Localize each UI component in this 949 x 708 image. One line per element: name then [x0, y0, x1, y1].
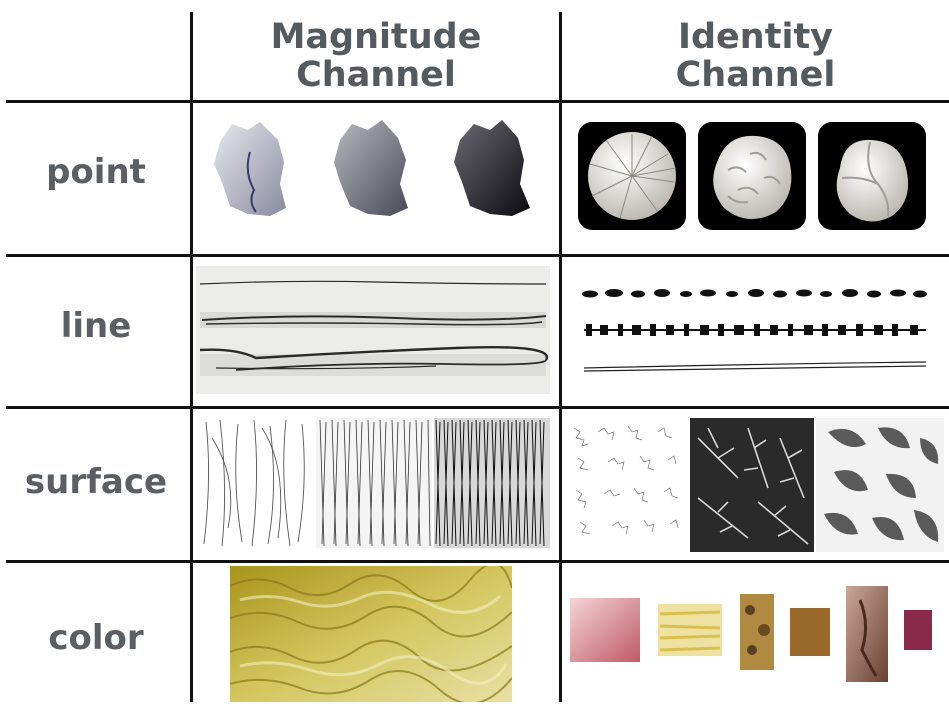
copper-swatch	[790, 608, 830, 656]
ink-blot-light	[214, 122, 286, 216]
row-label-line: line	[60, 306, 132, 346]
folded-blob	[713, 135, 792, 220]
medium-hatching	[319, 419, 431, 547]
line-row-divider	[6, 406, 949, 409]
surface-magnitude-cell	[198, 418, 550, 548]
dense-hatching	[435, 419, 545, 547]
ink-blot-medium	[334, 120, 408, 216]
magnitude-channel-header: Magnitude Channel	[193, 18, 559, 94]
thick-line-a	[199, 346, 549, 361]
point-row-divider	[6, 254, 949, 257]
ink-blot-dark	[454, 120, 530, 216]
dashed-bar-line	[586, 324, 918, 336]
thick-line-b	[235, 359, 547, 371]
row-label-color: color	[48, 618, 144, 658]
row-label-point: point	[46, 152, 146, 192]
thin-line	[199, 280, 547, 285]
center-column-divider	[559, 12, 562, 702]
burgundy-swatch	[904, 610, 932, 650]
sparse-hatching	[203, 419, 305, 547]
point-magnitude-cell	[200, 112, 550, 232]
double-thin-line	[583, 361, 927, 372]
leaf-texture	[824, 427, 939, 542]
identity-channel-header: Identity Channel	[562, 18, 949, 94]
feathery-frond-texture	[697, 427, 809, 545]
header-row-divider	[6, 100, 949, 103]
point-identity-cell	[578, 120, 928, 232]
identity-header-line2: Channel	[675, 55, 836, 95]
magnitude-header-line1: Magnitude	[270, 17, 482, 57]
line-magnitude-cell	[196, 266, 550, 394]
medium-line-a	[201, 315, 547, 321]
magnitude-header-line2: Channel	[296, 55, 456, 95]
identity-header-line1: Identity	[677, 17, 833, 57]
surface-row-divider	[6, 560, 949, 563]
color-magnitude-cell	[230, 566, 512, 702]
surface-identity-cell	[568, 418, 944, 552]
dotted-line	[582, 289, 927, 298]
scribble-texture	[573, 425, 679, 535]
left-column-divider	[190, 12, 193, 702]
line-identity-cell	[580, 282, 930, 378]
color-identity-cell	[570, 580, 940, 684]
pink-wash-swatch	[570, 598, 640, 662]
medium-line-b	[205, 321, 543, 326]
row-label-surface: surface	[24, 462, 168, 502]
rust-pattern-swatch	[846, 586, 888, 682]
